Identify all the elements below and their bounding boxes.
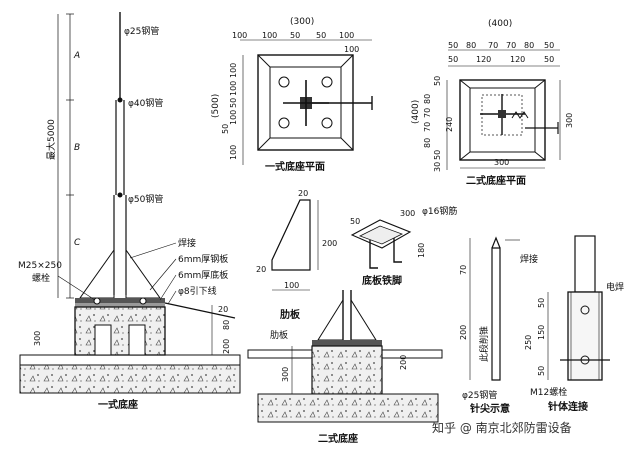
plan1-d100d: 100 [344,45,359,54]
plate-label-2: 6mm厚底板 [178,269,228,281]
type2-plan-title: 二式底座平面 [466,174,526,187]
zone-a-label: A [73,51,80,61]
plan2-top-dim: (400) [488,19,512,29]
tip-pipe: φ25钢管 [462,389,497,401]
foot-d50: 50 [350,217,360,226]
rib-plate-detail: 20 200 20 100 肋板 [256,189,337,321]
plan1-d50a: 50 [290,31,300,40]
dim-200-left: 200 [222,339,231,354]
plan2-t80b: 80 [524,41,534,50]
conn-d50b: 50 [537,366,546,376]
dim-20: 20 [218,305,228,314]
max-height-label: 最大5000 [45,119,57,160]
foot-rebar: φ16钢筋 [422,205,457,217]
rib-d20b: 20 [256,265,266,274]
conn-weld: 电焊 [606,281,624,293]
plan2-s50: 50 [433,76,442,86]
base2-rib-label: 肋板 [270,329,288,341]
plan2-t70b: 70 [506,41,516,50]
bolt-label-2: 螺栓 [32,272,50,284]
plan2-t120b: 120 [510,55,525,64]
plan1-d100b: 100 [262,31,277,40]
dim-80: 80 [222,320,231,330]
bolt-label: M25×250 [18,261,62,271]
plan2-side-dim: (400) [411,100,421,124]
pipe-25-label: φ25钢管 [124,25,159,37]
plan1-d100a: 100 [232,31,247,40]
plan2-s80: 80 [423,94,432,104]
conn-d250: 250 [524,335,533,350]
conn-title: 针体连接 [548,400,588,413]
plan2-s240: 240 [445,117,454,132]
foot-d180: 180 [417,243,426,258]
tip-d200: 200 [459,325,468,340]
plan2-s30: 30 [433,162,442,172]
zone-b-label: B [74,143,80,153]
plan2-t50a: 50 [448,41,458,50]
base2-d300: 300 [281,367,290,382]
downlead-label: φ8引下线 [178,285,217,297]
plan2-t50b: 50 [544,41,554,50]
tip-d70: 70 [459,265,468,275]
connection-detail: 电焊 50 150 50 250 M12螺栓 针体连接 [524,235,624,413]
plan1-s50a: 50 [229,98,238,108]
foot-title: 底板铁脚 [362,274,402,287]
plan2-s80b: 80 [423,138,432,148]
plan1-s100d: 100 [229,145,238,160]
plan2-r300: 300 [565,113,574,128]
conn-d50a: 50 [537,298,546,308]
base2-d200: 200 [399,355,408,370]
watermark: 知乎 @ 南京北郊防雷设备 [432,420,572,435]
plan2-t50d: 50 [544,55,554,64]
plan1-s100a: 100 [229,63,238,78]
plate-label-1: 6mm厚钢板 [178,253,228,265]
type1-elevation: A B C 最大5000 φ25钢管 φ40钢管 φ50钢管 M25×250 螺… [18,12,241,411]
type1-plan: (300) 100 100 50 50 100 100 (500) 100 10… [211,17,373,173]
pipe-50-label: φ50钢管 [128,193,163,205]
tip-detail: 焊接 70 200 此段削锥 φ25钢管 针尖示意 [459,236,538,415]
tip-title: 针尖示意 [470,402,510,415]
type2-section: 肋板 300 200 二式底座 [247,290,443,445]
plan1-s100b: 100 [229,81,238,96]
rib-d200: 200 [322,239,337,248]
foot-d300: 300 [400,209,415,218]
type1-plan-title: 一式底座平面 [265,160,325,173]
rib-d100: 100 [284,281,299,290]
rib-d20: 20 [298,189,308,198]
plan1-d50b: 50 [316,31,326,40]
plan2-s70a: 70 [423,108,432,118]
pipe-40-label: φ40钢管 [128,97,163,109]
plan1-top-dim: (300) [290,17,314,27]
plan2-t50c: 50 [448,55,458,64]
plan2-t80: 80 [466,41,476,50]
weld-label: 焊接 [178,237,196,249]
foot-plate-detail: 300 50 φ16钢筋 180 底板铁脚 [350,205,457,287]
plan1-side-dim: (500) [211,94,221,118]
plan1-s50b: 50 [221,124,230,134]
type2-plan: (400) 50 80 70 70 80 50 50 120 120 50 (4… [411,19,574,187]
plan1-d100c: 100 [339,31,354,40]
plan2-t70a: 70 [488,41,498,50]
zone-c-label: C [74,238,81,248]
conn-d150: 150 [537,325,546,340]
plan2-b300: 300 [494,158,509,167]
conn-bolt: M12螺栓 [530,386,567,398]
plan2-s70b: 70 [423,122,432,132]
tip-weld: 焊接 [520,253,538,265]
base2-title: 二式底座 [318,432,358,445]
plan2-s50b: 50 [433,150,442,160]
plan2-t120a: 120 [476,55,491,64]
type1-title: 一式底座 [98,398,138,411]
dim-300-left: 300 [33,331,42,346]
rib-title: 肋板 [280,308,301,321]
tip-grind: 此段削锥 [478,326,490,362]
plan1-s100c: 100 [229,110,238,125]
